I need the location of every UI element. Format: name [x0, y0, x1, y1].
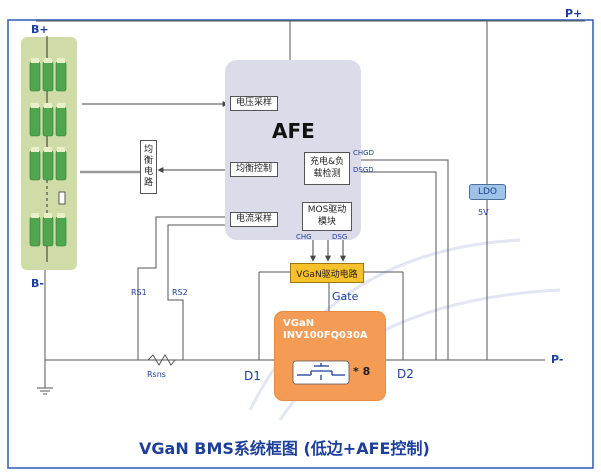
charge-load-detect-block: 充电&负载检测: [304, 152, 350, 185]
b-minus-label: B-: [31, 277, 44, 290]
dsg-label: DSG: [332, 233, 348, 241]
balance-control-block: 均衡控制: [230, 162, 278, 177]
dsgd-label: DSGD: [353, 166, 374, 174]
gate-label: Gate: [332, 290, 359, 303]
battery-cell-group: [29, 150, 67, 181]
vgan-driver-block: VGaN驱动电路: [290, 263, 364, 283]
b-plus-label: B+: [31, 23, 49, 36]
d1-label: D1: [244, 369, 261, 383]
diagram-title: VGaN BMS系统框图 (低边+AFE控制): [139, 439, 430, 458]
outer-frame: [7, 19, 594, 469]
battery-cell-group: [29, 106, 67, 137]
p-minus-label: P-: [551, 353, 564, 366]
mos-driver-block: MOS驱动模块: [302, 202, 352, 231]
chip-count: * 8: [353, 365, 371, 378]
current-sampling-block: 电流采样: [230, 212, 278, 227]
chip-model: INV100FQ030A: [283, 330, 368, 341]
chip-brand: VGaN: [283, 318, 315, 329]
ldo-block: LDO: [469, 184, 506, 200]
vgan-chip-block: [275, 312, 385, 400]
balance-circuit-block: 均衡电路: [140, 140, 157, 194]
chgd-dsgd-lines: [350, 159, 449, 360]
rsns-label: Rsns: [147, 370, 166, 379]
rsns-resistor: [147, 354, 176, 366]
chgd-label: CHGD: [353, 149, 374, 157]
battery-cell-group: [29, 216, 67, 247]
battery-cell-group: [29, 61, 67, 92]
ldo-voltage-label: 5V: [478, 208, 489, 217]
sense-lines: [137, 216, 230, 360]
rs1-label: RS1: [131, 288, 147, 297]
gate-drive-lines: [258, 271, 404, 360]
rs2-label: RS2: [172, 288, 188, 297]
p-plus-label: P+: [565, 7, 583, 20]
voltage-sampling-block: 电压采样: [230, 96, 278, 111]
p-plus-rail: [36, 20, 585, 360]
fuse-symbol: [58, 191, 66, 205]
chg-label: CHG: [296, 233, 312, 241]
afe-title: AFE: [272, 119, 315, 143]
d2-label: D2: [397, 367, 414, 381]
